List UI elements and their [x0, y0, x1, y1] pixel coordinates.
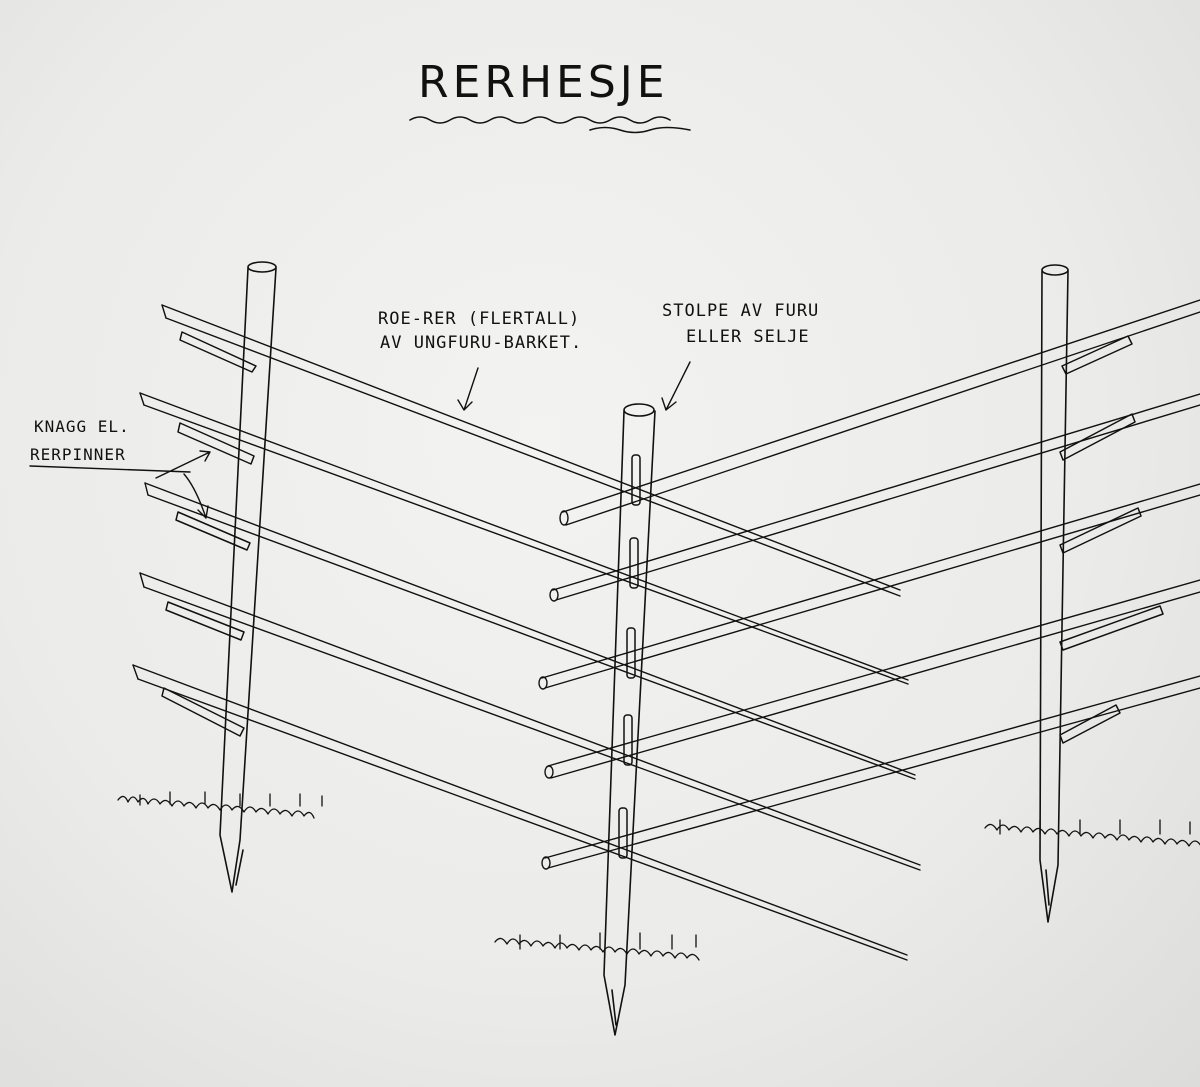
right-post [1039, 264, 1069, 923]
left-post-pegs [161, 331, 257, 737]
roe-rer-label-line2: AV UNGFURU-BARKET. [380, 333, 583, 353]
knagg-label-line1: KNAGG EL. [34, 417, 130, 436]
right-ground [984, 819, 1200, 847]
knagg-label-line2: RERPINNER [30, 445, 126, 464]
label-arrows [29, 361, 691, 519]
roe-rer-arrow [457, 367, 479, 411]
roe-rer-label-line1: ROE-RER (FLERTALL) [378, 309, 581, 329]
title-underline [409, 116, 691, 134]
rails-left-to-middle [132, 304, 921, 961]
left-post [219, 261, 277, 893]
right-post-pegs [1059, 335, 1164, 744]
knagg-arrow-upper [155, 450, 211, 479]
left-ground [117, 791, 323, 819]
page-title: RERHESJE [418, 57, 669, 108]
stolpe-arrow [661, 361, 691, 411]
middle-post-pins [618, 454, 641, 859]
knagg-underline [29, 465, 191, 473]
stolpe-label-line2: ELLER SELJE [686, 327, 810, 347]
stolpe-label-line1: STOLPE AV FURU [662, 301, 820, 321]
middle-post [603, 403, 656, 1036]
knagg-arrow-lower [183, 473, 209, 519]
middle-ground [494, 932, 700, 961]
